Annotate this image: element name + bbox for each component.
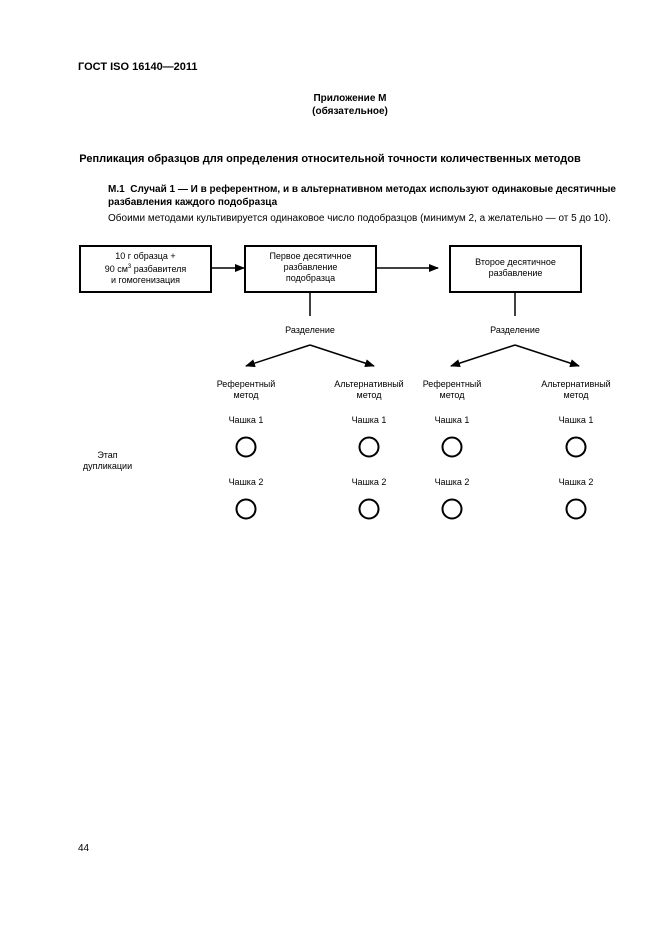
document-standard-number: ГОСТ ISO 16140—2011 bbox=[78, 61, 198, 73]
dish-circle bbox=[565, 498, 587, 520]
clause-heading-line2: разбавления каждого подобразца bbox=[108, 197, 278, 208]
dish-circle bbox=[441, 498, 463, 520]
dish-circle bbox=[235, 436, 257, 458]
page-number: 44 bbox=[78, 843, 90, 854]
dish-label: Чашка 2 bbox=[434, 477, 470, 487]
dish-circle bbox=[565, 436, 587, 458]
split-arrow-right-alt bbox=[514, 344, 580, 367]
dish-circle bbox=[358, 436, 380, 458]
clause-heading-line1: Случай 1 — И в референтном, и в альтерна… bbox=[130, 184, 616, 195]
clause-body: Обоими методами культивируется одинаково… bbox=[108, 213, 611, 224]
clause-number: М.1 bbox=[108, 184, 125, 195]
dish-label: Чашка 1 bbox=[228, 415, 264, 425]
dish-circle bbox=[358, 498, 380, 520]
annex-title: Приложение М bbox=[313, 93, 387, 104]
dish-circle bbox=[235, 498, 257, 520]
section-title: Репликация образцов для определения отно… bbox=[79, 153, 581, 165]
dish-label: Чашка 2 bbox=[558, 477, 594, 487]
dish-label: Чашка 1 bbox=[434, 415, 470, 425]
dish-label: Чашка 2 bbox=[351, 477, 387, 487]
split-label-right: Разделение bbox=[490, 325, 540, 335]
dish-label: Чашка 1 bbox=[558, 415, 594, 425]
split-arrow-left-alt bbox=[309, 344, 375, 367]
box-sample-homogenization bbox=[79, 245, 212, 293]
annex-status: (обязательное) bbox=[312, 106, 388, 117]
dish-label: Чашка 2 bbox=[228, 477, 264, 487]
dish-circle bbox=[441, 436, 463, 458]
split-label-left: Разделение bbox=[285, 325, 335, 335]
box-first-dilution-text: Первое десятичное разбавление подобразца bbox=[269, 251, 352, 283]
dish-label: Чашка 1 bbox=[351, 415, 387, 425]
clause-heading: М.1 Случай 1 — И в референтном, и в альт… bbox=[108, 183, 628, 209]
split-arrow-right-ref bbox=[450, 344, 516, 367]
box-second-dilution-text: Второе десятичное разбавление bbox=[475, 257, 556, 278]
box-sample-text: 10 г образца + 90 см3 разбавителя и гомо… bbox=[104, 251, 187, 285]
split-arrow-left-ref bbox=[245, 344, 311, 367]
